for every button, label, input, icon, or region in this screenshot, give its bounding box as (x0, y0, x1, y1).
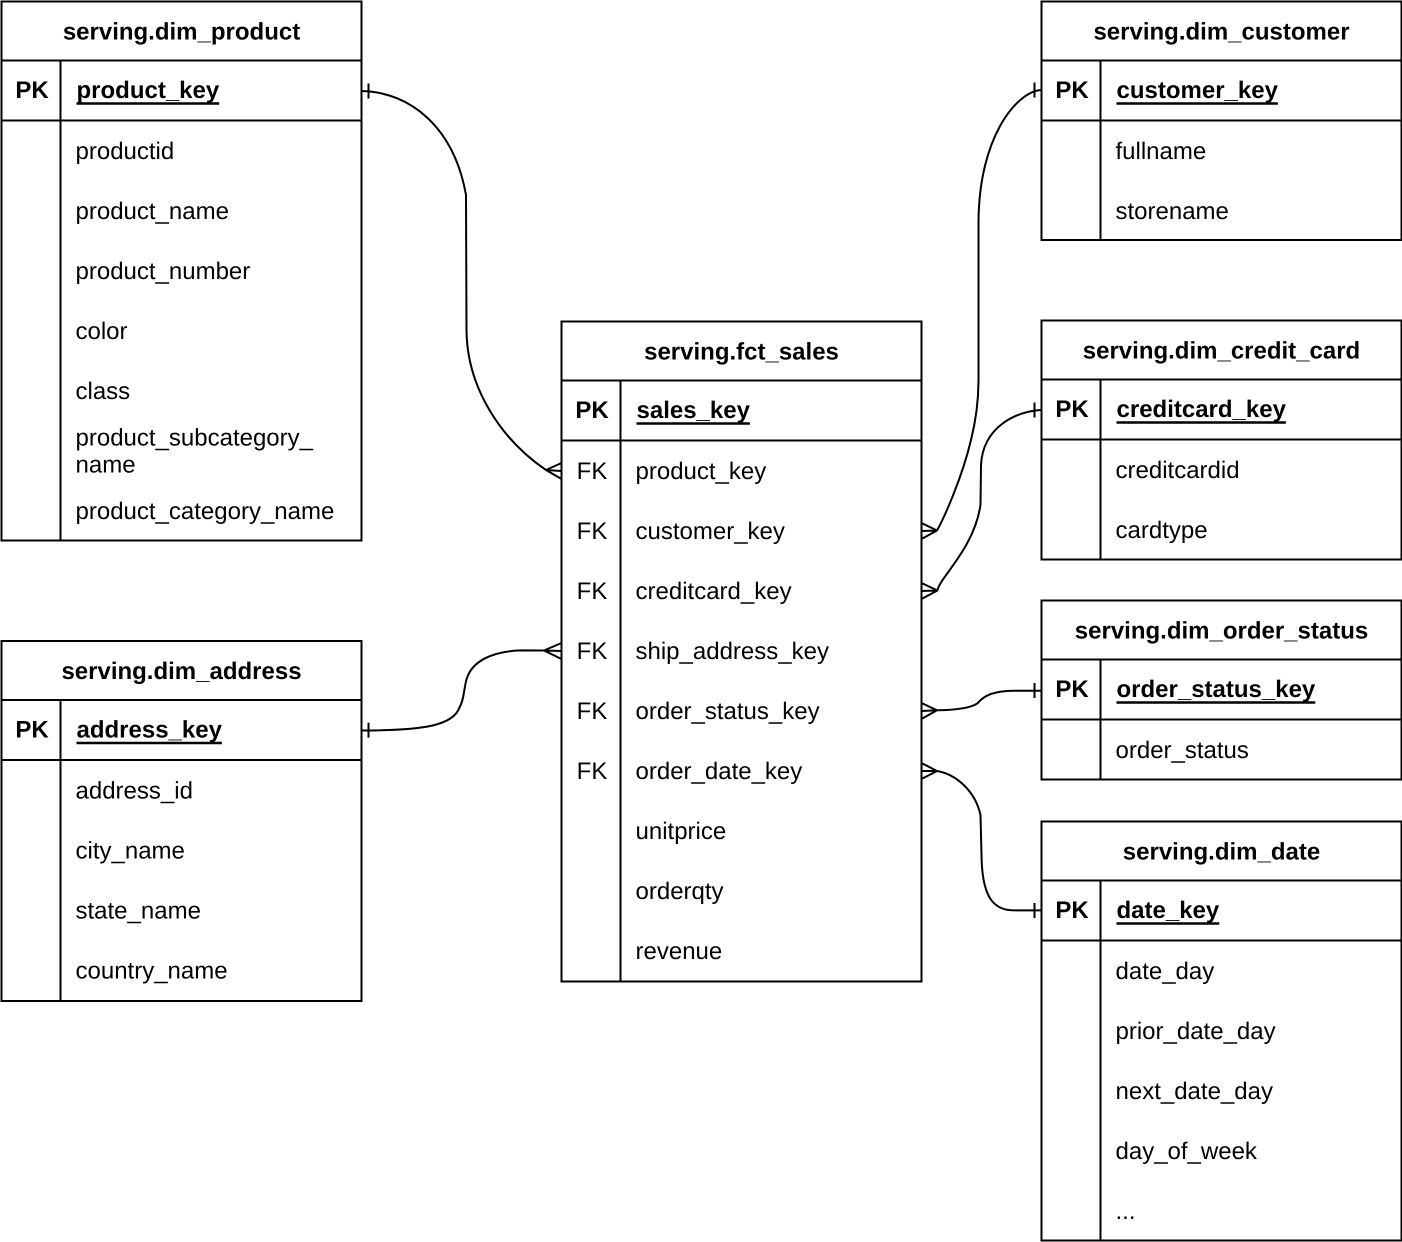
svg-text:order_date_key: order_date_key (636, 758, 803, 785)
svg-text:creditcardid: creditcardid (1116, 457, 1240, 484)
svg-text:serving.dim_customer: serving.dim_customer (1093, 19, 1349, 46)
svg-text:FK: FK (577, 638, 608, 665)
svg-text:serving.dim_credit_card: serving.dim_credit_card (1083, 338, 1360, 365)
svg-text:city_name: city_name (76, 838, 185, 865)
svg-text:PK: PK (15, 77, 49, 104)
svg-text:PK: PK (575, 397, 609, 424)
svg-text:revenue: revenue (636, 938, 723, 965)
svg-text:color: color (76, 318, 128, 345)
svg-text:ship_address_key: ship_address_key (636, 638, 829, 665)
svg-text:serving.dim_address: serving.dim_address (61, 658, 301, 685)
svg-text:order_status_key: order_status_key (636, 698, 820, 725)
svg-text:state_name: state_name (76, 898, 201, 925)
svg-text:order_status_key: order_status_key (1117, 676, 1316, 703)
svg-text:product_category_name: product_category_name (76, 498, 335, 525)
svg-text:serving.dim_product: serving.dim_product (63, 19, 300, 46)
svg-text:serving.dim_order_status: serving.dim_order_status (1075, 618, 1368, 645)
svg-text:FK: FK (577, 698, 608, 725)
svg-text:customer_key: customer_key (636, 518, 785, 545)
svg-text:cardtype: cardtype (1116, 517, 1208, 544)
svg-text:creditcard_key: creditcard_key (1117, 396, 1287, 423)
svg-text:creditcard_key: creditcard_key (636, 578, 792, 605)
svg-text:product_name: product_name (76, 198, 229, 225)
svg-text:sales_key: sales_key (637, 397, 751, 424)
svg-text:address_key: address_key (77, 717, 223, 744)
svg-text:storename: storename (1116, 198, 1229, 225)
svg-text:product_subcategory_: product_subcategory_ (76, 425, 314, 452)
svg-text:product_number: product_number (76, 258, 251, 285)
svg-text:serving.fct_sales: serving.fct_sales (644, 339, 839, 366)
svg-text:date_key: date_key (1117, 897, 1220, 924)
svg-text:order_status: order_status (1116, 737, 1249, 764)
svg-text:PK: PK (1055, 77, 1089, 104)
svg-text:PK: PK (1055, 897, 1089, 924)
svg-text:productid: productid (76, 138, 175, 165)
svg-text:unitprice: unitprice (636, 818, 727, 845)
svg-text:orderqty: orderqty (636, 878, 724, 905)
svg-text:name: name (76, 452, 136, 479)
svg-text:product_key: product_key (636, 458, 767, 485)
svg-text:PK: PK (1055, 676, 1089, 703)
svg-text:FK: FK (577, 578, 608, 605)
svg-text:...: ... (1116, 1198, 1136, 1225)
svg-text:date_day: date_day (1116, 958, 1215, 985)
svg-text:FK: FK (577, 518, 608, 545)
svg-text:PK: PK (1055, 396, 1089, 423)
svg-text:address_id: address_id (76, 778, 193, 805)
svg-text:serving.dim_date: serving.dim_date (1123, 839, 1320, 866)
svg-text:FK: FK (577, 758, 608, 785)
svg-text:prior_date_day: prior_date_day (1116, 1018, 1276, 1045)
svg-text:next_date_day: next_date_day (1116, 1078, 1273, 1105)
svg-text:class: class (76, 378, 131, 405)
svg-text:product_key: product_key (77, 77, 220, 104)
svg-text:PK: PK (15, 717, 49, 744)
svg-text:country_name: country_name (76, 958, 228, 985)
svg-text:day_of_week: day_of_week (1116, 1138, 1258, 1165)
svg-text:fullname: fullname (1116, 138, 1207, 165)
svg-text:customer_key: customer_key (1117, 77, 1279, 104)
svg-text:FK: FK (577, 458, 608, 485)
